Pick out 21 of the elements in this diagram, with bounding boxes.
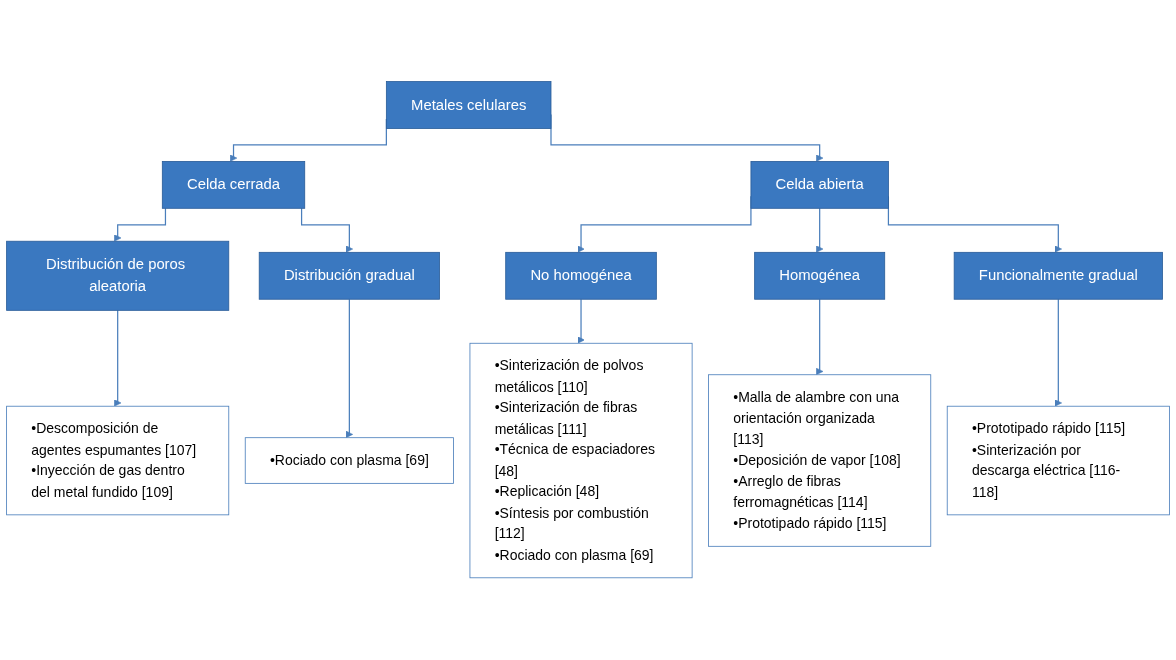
node-box: Distribución gradual: [258, 252, 440, 300]
node-box: No homogénea: [505, 252, 657, 300]
arrow: [1054, 298, 1062, 407]
node-box: Celda abierta: [750, 161, 889, 210]
arrow: [114, 310, 122, 407]
node-box: •Descomposición de agentes espumantes [107] •Inyección de gas dentro del metal fundido [109]: [6, 406, 230, 516]
node-box: Celda cerrada: [161, 161, 306, 210]
node-box: •Sinterización de polvos metálicos [110] •Sinterización de fibras metálicas [111] •Técnica de espaciadores [48] •Replicación [48] •Síntesis por combustión [112] •Rociado con plasma [69]: [469, 343, 693, 579]
arrow: [816, 298, 824, 376]
arrow: [577, 298, 585, 344]
node-box: •Rociado con plasma [69]: [244, 437, 454, 485]
node-box: Metales celulares: [385, 81, 552, 130]
node-box: •Malla de alambre con una orientación organizada [113] •Deposición de vapor [108] •Arreglo de fibras ferromagnéticas [114] •Prototipado rápido [115]: [708, 374, 932, 548]
node-box: Funcionalmente gradual: [953, 252, 1163, 300]
arrow: [345, 298, 353, 439]
arrow: [114, 208, 167, 242]
node-box: Homogénea: [754, 252, 886, 300]
node-box: Distribución de poros aleatoria: [6, 241, 230, 312]
arrow: [300, 208, 353, 253]
node-box: •Prototipado rápido [115] •Sinterización por descarga eléctrica [116-118]: [946, 406, 1170, 516]
arrow: [816, 208, 824, 253]
